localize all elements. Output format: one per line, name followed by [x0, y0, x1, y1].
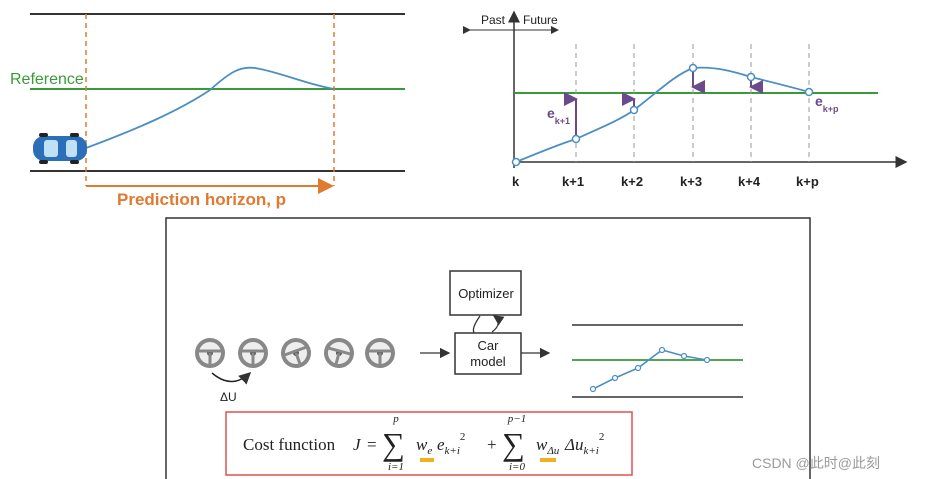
watermark: CSDN @此时@此刻 — [752, 455, 880, 471]
cost-function-formula: Cost function J = ∑ p i=1 we ek+i2 + ∑ p… — [243, 413, 604, 473]
left-road-panel: Reference Prediction horizon, p — [10, 13, 405, 209]
sum2-lower: i=0 — [509, 461, 525, 473]
reference-label: Reference — [10, 71, 84, 88]
tick-k3: k+3 — [680, 174, 702, 189]
steering-wheel-icon — [324, 338, 354, 368]
tick-k2: k+2 — [621, 174, 643, 189]
cost-plus: + — [487, 435, 497, 454]
optimizer-label: Optimizer — [458, 286, 514, 301]
car-model-label-line2: model — [470, 354, 506, 369]
time-tick-labels: k k+1 k+2 k+3 k+4 k+p — [512, 174, 819, 189]
prediction-points — [511, 63, 814, 167]
car-model-box — [454, 332, 522, 375]
weight-highlight-2 — [540, 458, 556, 462]
right-timeline-panel: Past Future ek+1 ek+p k k+ — [463, 10, 908, 189]
tick-k1: k+1 — [562, 174, 584, 189]
predicted-output-curve — [515, 66, 810, 163]
car-icon — [33, 133, 87, 164]
sum1-upper: p — [392, 413, 399, 425]
car-model-label-line1: Car — [478, 338, 500, 353]
steering-wheel-icon — [195, 338, 225, 368]
sum-symbol-2: ∑ — [502, 426, 525, 462]
error-label-kp: ek+p — [815, 93, 839, 114]
cost-prefix: Cost function — [243, 435, 336, 454]
sum1-lower: i=1 — [388, 461, 404, 473]
past-label: Past — [481, 13, 506, 27]
tick-k: k — [512, 174, 520, 189]
sum2-upper: p−1 — [507, 413, 526, 425]
cost-equals: = — [367, 435, 377, 454]
cost-J: J — [353, 435, 362, 454]
tick-k4: k+4 — [738, 174, 761, 189]
tick-kp: k+p — [796, 174, 819, 189]
delta-u-label: ΔU — [220, 390, 237, 404]
error-arrows — [564, 72, 763, 135]
steering-wheel-icon — [365, 338, 395, 368]
sum-symbol-1: ∑ — [382, 426, 405, 462]
cost-function-box — [225, 411, 633, 476]
weight-highlight-1 — [420, 458, 434, 462]
horizon-label: Prediction horizon, p — [117, 190, 286, 209]
error-label-k1: ek+1 — [547, 105, 570, 126]
steering-wheel-icon — [238, 338, 268, 368]
mini-road-diagram — [572, 324, 743, 398]
future-label: Future — [523, 13, 558, 27]
predicted-trajectory — [85, 66, 335, 149]
term2-weight: wΔu — [536, 435, 560, 457]
term2-input-change: Δuk+i2 — [564, 431, 604, 457]
steering-wheels — [195, 338, 395, 368]
term1-weight: we — [416, 435, 432, 457]
steering-wheel-icon — [281, 338, 311, 368]
step-dashed-lines — [575, 44, 810, 162]
delta-u-arrow — [211, 371, 252, 385]
term1-error: ek+i2 — [437, 431, 465, 457]
